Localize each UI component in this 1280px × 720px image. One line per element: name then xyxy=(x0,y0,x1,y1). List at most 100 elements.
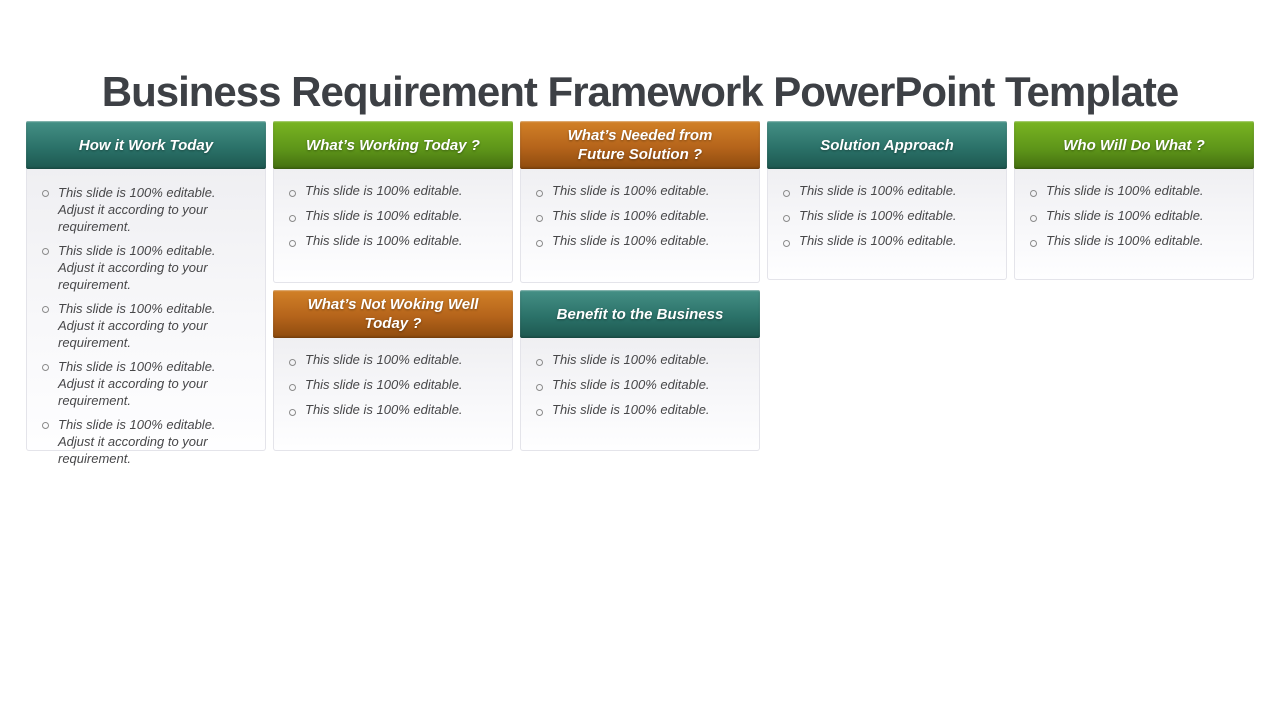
panel-header-who-will-do-what: Who Will Do What ? xyxy=(1014,121,1254,169)
bullet-item: This slide is 100% editable. xyxy=(286,353,500,367)
circle-bullet-icon xyxy=(289,409,296,416)
circle-bullet-icon xyxy=(289,359,296,366)
bullet-text: This slide is 100% editable. Adjust it a… xyxy=(58,243,216,292)
circle-bullet-icon xyxy=(783,190,790,197)
circle-bullet-icon xyxy=(536,215,543,222)
bullet-list: This slide is 100% editable. This slide … xyxy=(521,338,759,417)
bullet-text: This slide is 100% editable. xyxy=(1046,208,1204,223)
bullet-text: This slide is 100% editable. xyxy=(552,208,710,223)
panel-solution-approach: Solution Approach This slide is 100% edi… xyxy=(767,121,1007,280)
bullet-item: This slide is 100% editable. xyxy=(286,378,500,392)
bullet-list: This slide is 100% editable. This slide … xyxy=(768,169,1006,248)
panel-whats-not-woking-well-today: What’s Not Woking Well Today ? This slid… xyxy=(273,290,513,451)
bullet-item: This slide is 100% editable. xyxy=(533,234,747,248)
bullet-item: This slide is 100% editable. xyxy=(533,184,747,198)
panel-how-it-work-today: How it Work Today This slide is 100% edi… xyxy=(26,121,266,466)
bullet-text: This slide is 100% editable. xyxy=(305,208,463,223)
bullet-text: This slide is 100% editable. xyxy=(305,402,463,417)
bullet-item: This slide is 100% editable. xyxy=(286,234,500,248)
column-whats-needed-from-future-solution: What’s Needed from Future Solution ? Thi… xyxy=(520,121,760,451)
panel-body: This slide is 100% editable. This slide … xyxy=(520,338,760,451)
bullet-item: This slide is 100% editable. xyxy=(780,234,994,248)
panel-body: This slide is 100% editable. This slide … xyxy=(273,338,513,451)
circle-bullet-icon xyxy=(42,248,49,255)
bullet-text: This slide is 100% editable. Adjust it a… xyxy=(58,301,216,350)
bullet-item: This slide is 100% editable. xyxy=(1027,184,1241,198)
panel-body: This slide is 100% editable. This slide … xyxy=(520,169,760,283)
circle-bullet-icon xyxy=(536,240,543,247)
panel-body: This slide is 100% editable. This slide … xyxy=(767,169,1007,280)
bullet-text: This slide is 100% editable. xyxy=(799,233,957,248)
panel-body: This slide is 100% editable. This slide … xyxy=(1014,169,1254,280)
panel-who-will-do-what: Who Will Do What ? This slide is 100% ed… xyxy=(1014,121,1254,280)
bullet-item: This slide is 100% editable. xyxy=(286,403,500,417)
bullet-item: This slide is 100% editable. Adjust it a… xyxy=(39,184,253,235)
bullet-item: This slide is 100% editable. xyxy=(533,209,747,223)
panel-header-label: What’s Needed from Future Solution ? xyxy=(567,127,713,163)
slide-title: Business Requirement Framework PowerPoin… xyxy=(101,68,1180,116)
panel-header-solution-approach: Solution Approach xyxy=(767,121,1007,169)
bullet-text: This slide is 100% editable. xyxy=(552,352,710,367)
bullet-text: This slide is 100% editable. xyxy=(799,208,957,223)
circle-bullet-icon xyxy=(783,240,790,247)
bullet-text: This slide is 100% editable. Adjust it a… xyxy=(58,417,216,466)
bullet-item: This slide is 100% editable. xyxy=(286,184,500,198)
panel-body: This slide is 100% editable. This slide … xyxy=(273,169,513,283)
circle-bullet-icon xyxy=(289,384,296,391)
panel-header-whats-not-woking-well-today: What’s Not Woking Well Today ? xyxy=(273,290,513,338)
bullet-text: This slide is 100% editable. xyxy=(552,377,710,392)
panel-header-whats-working-today: What’s Working Today ? xyxy=(273,121,513,169)
bullet-item: This slide is 100% editable. Adjust it a… xyxy=(39,358,253,409)
circle-bullet-icon xyxy=(1030,215,1037,222)
bullet-item: This slide is 100% editable. Adjust it a… xyxy=(39,242,253,293)
panel-header-label: How it Work Today xyxy=(78,136,214,154)
bullet-list: This slide is 100% editable. This slide … xyxy=(521,169,759,248)
panel-whats-working-today: What’s Working Today ? This slide is 100… xyxy=(273,121,513,283)
circle-bullet-icon xyxy=(536,409,543,416)
bullet-text: This slide is 100% editable. Adjust it a… xyxy=(58,185,216,234)
bullet-text: This slide is 100% editable. xyxy=(305,183,463,198)
circle-bullet-icon xyxy=(42,306,49,313)
panel-header-benefit-to-the-business: Benefit to the Business xyxy=(520,290,760,338)
bullet-item: This slide is 100% editable. xyxy=(780,184,994,198)
panel-body: This slide is 100% editable. Adjust it a… xyxy=(26,169,266,466)
bullet-item: This slide is 100% editable. xyxy=(1027,209,1241,223)
panel-header-label: Solution Approach xyxy=(820,136,954,154)
circle-bullet-icon xyxy=(289,190,296,197)
panel-whats-needed-from-future-solution: What’s Needed from Future Solution ? Thi… xyxy=(520,121,760,283)
panel-header-how-it-work-today: How it Work Today xyxy=(26,121,266,169)
bullet-text: This slide is 100% editable. xyxy=(1046,233,1204,248)
panel-header-whats-needed-from-future-solution: What’s Needed from Future Solution ? xyxy=(520,121,760,169)
bullet-text: This slide is 100% editable. xyxy=(552,402,710,417)
bullet-item: This slide is 100% editable. xyxy=(533,378,747,392)
circle-bullet-icon xyxy=(289,240,296,247)
bullet-text: This slide is 100% editable. xyxy=(799,183,957,198)
circle-bullet-icon xyxy=(536,190,543,197)
bullet-item: This slide is 100% editable. Adjust it a… xyxy=(39,300,253,351)
bullet-item: This slide is 100% editable. xyxy=(780,209,994,223)
panel-header-label: Benefit to the Business xyxy=(556,305,724,323)
bullet-item: This slide is 100% editable. xyxy=(533,353,747,367)
bullet-text: This slide is 100% editable. xyxy=(305,352,463,367)
bullet-text: This slide is 100% editable. xyxy=(552,183,710,198)
bullet-list: This slide is 100% editable. Adjust it a… xyxy=(27,169,265,467)
circle-bullet-icon xyxy=(1030,240,1037,247)
bullet-list: This slide is 100% editable. This slide … xyxy=(274,169,512,248)
circle-bullet-icon xyxy=(42,422,49,429)
bullet-text: This slide is 100% editable. xyxy=(552,233,710,248)
bullet-text: This slide is 100% editable. xyxy=(1046,183,1204,198)
bullet-text: This slide is 100% editable. xyxy=(305,377,463,392)
panel-header-label: Who Will Do What ? xyxy=(1063,136,1205,154)
circle-bullet-icon xyxy=(783,215,790,222)
bullet-item: This slide is 100% editable. xyxy=(286,209,500,223)
bullet-item: This slide is 100% editable. xyxy=(1027,234,1241,248)
column-who-will-do-what: Who Will Do What ? This slide is 100% ed… xyxy=(1014,121,1254,280)
circle-bullet-icon xyxy=(42,364,49,371)
bullet-list: This slide is 100% editable. This slide … xyxy=(1015,169,1253,248)
circle-bullet-icon xyxy=(1030,190,1037,197)
bullet-text: This slide is 100% editable. xyxy=(305,233,463,248)
circle-bullet-icon xyxy=(536,384,543,391)
column-solution-approach: Solution Approach This slide is 100% edi… xyxy=(767,121,1007,280)
framework-grid: How it Work Today This slide is 100% edi… xyxy=(26,121,1254,466)
circle-bullet-icon xyxy=(536,359,543,366)
